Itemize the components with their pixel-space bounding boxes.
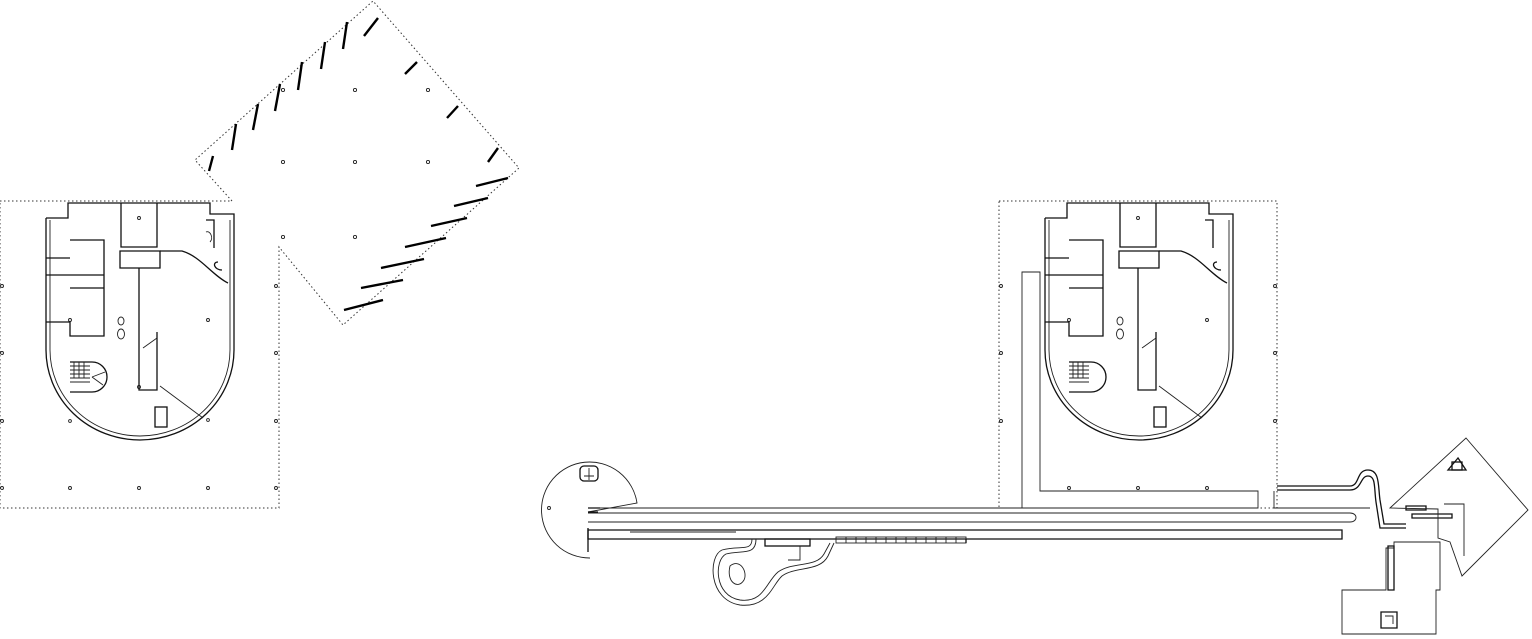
left-plan	[0, 0, 520, 509]
right-site-columns	[999, 216, 1277, 490]
circular-pavilion	[541, 461, 638, 559]
left-louvers-lower	[343, 176, 509, 312]
gallery-ladder	[845, 537, 957, 543]
right-villa	[1044, 202, 1234, 441]
left-site-columns	[0, 216, 278, 490]
left-square-columns	[280, 87, 431, 240]
left-spiral-stair	[70, 361, 108, 393]
long-gallery	[587, 507, 1370, 561]
end-connector	[1277, 469, 1453, 529]
right-plan	[541, 200, 1529, 635]
left-louvers-right	[404, 61, 499, 163]
curvy-loop	[712, 538, 835, 606]
diamond-pavilion	[1388, 437, 1529, 577]
left-louvers-upper	[207, 17, 379, 172]
lower-right-block	[1341, 541, 1441, 635]
left-villa	[45, 202, 235, 441]
left-site-boundary	[0, 0, 520, 509]
right-spiral-stair	[1069, 361, 1107, 393]
